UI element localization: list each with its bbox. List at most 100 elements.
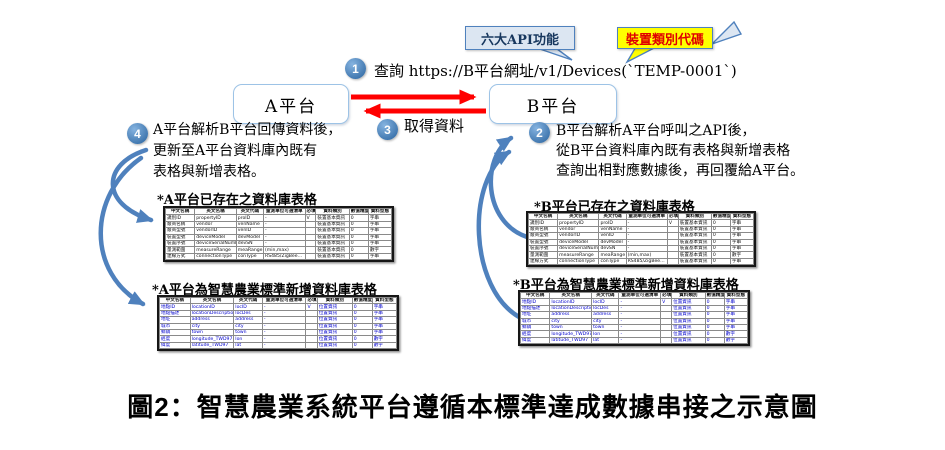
- a-existing-table-title: *A平台已存在之資料庫表格: [157, 193, 317, 208]
- step-4-line-2: 更新至A平台資料庫內既有: [153, 143, 318, 159]
- column-header: 英文代碼: [598, 212, 627, 221]
- table-cell: 裝置基本資訊: [677, 244, 712, 253]
- table-cell: 位置資訊: [316, 341, 353, 350]
- table-cell: lat: [591, 336, 620, 345]
- column-header: 必填: [305, 296, 318, 305]
- column-header: 資料型態: [723, 291, 749, 300]
- table-cell: 緯度: [159, 341, 191, 350]
- step-1-badge: 1: [345, 58, 366, 79]
- table-cell: 0: [704, 336, 725, 345]
- table-cell: 裝置基本資訊: [315, 252, 350, 261]
- device-code-callout-label: 裝置類別代碼: [625, 32, 704, 48]
- column-header: 數值精度: [710, 212, 731, 221]
- table-cell: 位置資訊: [316, 335, 353, 343]
- platform-b-label: B平台: [526, 96, 580, 117]
- table-cell: -: [261, 341, 307, 350]
- table-cell: 數字: [371, 335, 398, 343]
- table-cell: 裝置基本資訊: [315, 239, 350, 248]
- table-cell: [660, 330, 673, 338]
- step-2-line-3: 查詢出相對應數據後，再回覆給A平台。: [556, 163, 805, 179]
- table-cell: measureRange: [557, 251, 600, 259]
- table-cell: 經度: [519, 330, 551, 338]
- step-3-text: 取得資料: [404, 117, 465, 135]
- table-cell: RS485/ZigBee…: [263, 252, 306, 261]
- table-cell: V: [660, 298, 673, 306]
- table-cell: V: [305, 303, 318, 311]
- b-new-table-title: *B平台為智慧農業標準新增資料庫表格: [513, 278, 739, 293]
- curved-arrow-to-a-new-table: [98, 155, 146, 307]
- table-cell: 裝置基本資訊: [315, 227, 350, 235]
- column-header: 資料類別: [316, 296, 353, 305]
- table-cell: 裝置基本資訊: [677, 257, 712, 266]
- table-cell: RS485/ZigBee…: [625, 257, 668, 266]
- table-cell: -: [618, 298, 662, 306]
- column-header: 量測單位可選清單: [261, 296, 307, 305]
- table-cell: deviceSerialNumber: [194, 239, 237, 248]
- table-cell: 字串: [371, 303, 398, 311]
- table-cell: 城市: [519, 317, 551, 325]
- table-cell: 地址: [519, 311, 551, 319]
- table-cell: 位置資訊: [671, 336, 706, 345]
- table-cell: 位置資訊: [316, 309, 353, 318]
- table-cell: 裝置基本資訊: [315, 220, 350, 229]
- table-cell: 地點描述: [519, 304, 551, 313]
- column-header: 量測單位可選清單: [625, 212, 668, 221]
- table-cell: 連線方式: [527, 257, 559, 266]
- table-cell: 地點ID: [519, 298, 551, 306]
- table-cell: -: [618, 304, 662, 313]
- table-cell: 字串: [729, 257, 755, 266]
- step-4-note: A平台解析B平台回傳資料後， 更新至A平台資料庫內既有 表格與新增表格。: [153, 120, 341, 183]
- step-1-text: 查詢 https://B平台網址/v1/Devices(`TEMP-0001`): [374, 62, 737, 80]
- table-cell: [660, 336, 673, 345]
- table-cell: 字串: [723, 298, 749, 306]
- table-cell: -: [618, 311, 662, 319]
- table-cell: [660, 317, 673, 325]
- step-4-number: 4: [134, 126, 141, 141]
- table-cell: [304, 252, 317, 261]
- table-cell: latitude_TWD97: [549, 336, 593, 345]
- curved-arrow-to-a-existing-table: [110, 147, 154, 223]
- table-cell: 字串: [723, 317, 749, 325]
- platform-a-box: A平台: [233, 84, 349, 124]
- column-header: 英文代碼: [591, 291, 620, 300]
- table-cell: connectionType: [557, 257, 600, 266]
- table-cell: 字串: [371, 328, 398, 337]
- table-cell: [305, 316, 318, 324]
- table-cell: devModel: [235, 233, 265, 241]
- column-header: 數值精度: [704, 291, 725, 300]
- table-cell: city: [591, 317, 620, 325]
- table-cell: meaRange: [598, 251, 627, 259]
- table-cell: 裝置基本資訊: [315, 214, 350, 222]
- table-cell: latitude_TWD97: [189, 341, 235, 350]
- curved-arrow-from-b-existing-table: [488, 135, 530, 240]
- column-header: 資料型態: [367, 207, 393, 216]
- api-callout: 六大API功能: [465, 26, 575, 50]
- table-cell: 數字: [723, 330, 749, 338]
- api-callout-label: 六大API功能: [481, 32, 559, 48]
- table-cell: longitude_TWD97: [189, 335, 235, 343]
- table-cell: devModel: [598, 238, 627, 246]
- table-cell: locationID: [189, 303, 235, 311]
- table-cell: 數字: [723, 336, 749, 345]
- table-cell: -: [618, 336, 662, 345]
- table-cell: [660, 311, 673, 319]
- table-cell: 鄉鎮: [519, 323, 551, 332]
- table-cell: 位置資訊: [316, 316, 353, 324]
